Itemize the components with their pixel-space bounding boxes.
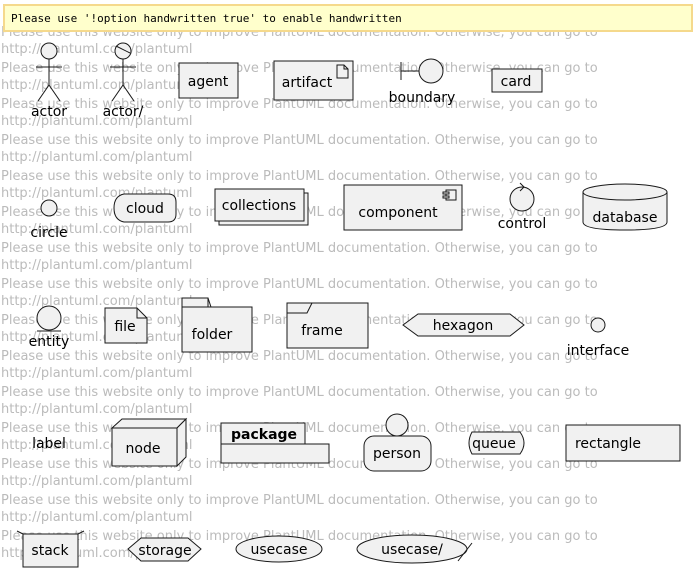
card-label: card (501, 74, 532, 90)
person-label: person (373, 446, 421, 462)
folder-label: folder (192, 327, 233, 343)
rectangle-label: rectangle (575, 436, 641, 452)
stack-label: stack (31, 543, 69, 559)
banner-text: Please use '!option handwritten true' to… (11, 12, 402, 25)
queue-element[interactable] (468, 431, 525, 455)
folder-element[interactable] (181, 297, 253, 353)
agent-element[interactable] (178, 62, 239, 99)
component-label: component (358, 205, 438, 221)
node-label: node (126, 441, 161, 457)
entity-element[interactable] (36, 305, 62, 332)
agent-label: agent (188, 74, 229, 90)
artifact-label: artifact (282, 75, 333, 91)
boundary-element[interactable] (400, 58, 444, 84)
card-element[interactable] (491, 68, 543, 93)
circle-label: circle (30, 225, 67, 241)
circle-element[interactable] (40, 199, 58, 217)
label-label: label (32, 436, 66, 452)
storage-label: storage (138, 543, 191, 559)
hexagon-element[interactable] (402, 313, 525, 337)
usecase-element[interactable] (235, 535, 323, 563)
stack-element[interactable] (16, 530, 85, 568)
control-element[interactable] (509, 182, 535, 212)
database-element[interactable] (582, 183, 668, 231)
actor-label: actor (31, 104, 67, 120)
person-element[interactable] (363, 413, 432, 472)
node-element[interactable] (110, 417, 188, 468)
cloud-label: cloud (126, 201, 164, 217)
hexagon-label: hexagon (433, 318, 493, 334)
handwritten-warning-banner: Please use '!option handwritten true' to… (3, 4, 693, 32)
component-element[interactable] (343, 184, 463, 231)
boundary-label: boundary (389, 90, 456, 106)
package-label: package (231, 427, 297, 443)
package-element[interactable] (220, 422, 330, 464)
storage-element[interactable] (127, 537, 202, 562)
actor-element[interactable] (36, 42, 62, 102)
frame-element[interactable] (286, 302, 369, 349)
business-actor-label: actor/ (103, 104, 144, 120)
usecase-label: usecase (251, 542, 308, 558)
business-usecase-element[interactable] (356, 534, 473, 564)
collections-element[interactable] (214, 188, 309, 226)
cloud-element[interactable] (113, 193, 177, 223)
file-element[interactable] (104, 307, 148, 344)
interface-element[interactable] (590, 317, 606, 333)
database-label: database (593, 210, 658, 226)
collections-label: collections (222, 198, 296, 214)
control-label: control (498, 216, 547, 232)
file-label: file (114, 319, 135, 335)
rectangle-element[interactable] (565, 424, 681, 462)
queue-label: queue (472, 436, 516, 452)
artifact-element[interactable] (273, 60, 354, 101)
interface-label: interface (567, 343, 629, 359)
business-usecase-label: usecase/ (381, 542, 443, 558)
entity-label: entity (29, 334, 70, 350)
business-actor-element[interactable] (110, 42, 136, 102)
frame-label: frame (301, 323, 343, 339)
